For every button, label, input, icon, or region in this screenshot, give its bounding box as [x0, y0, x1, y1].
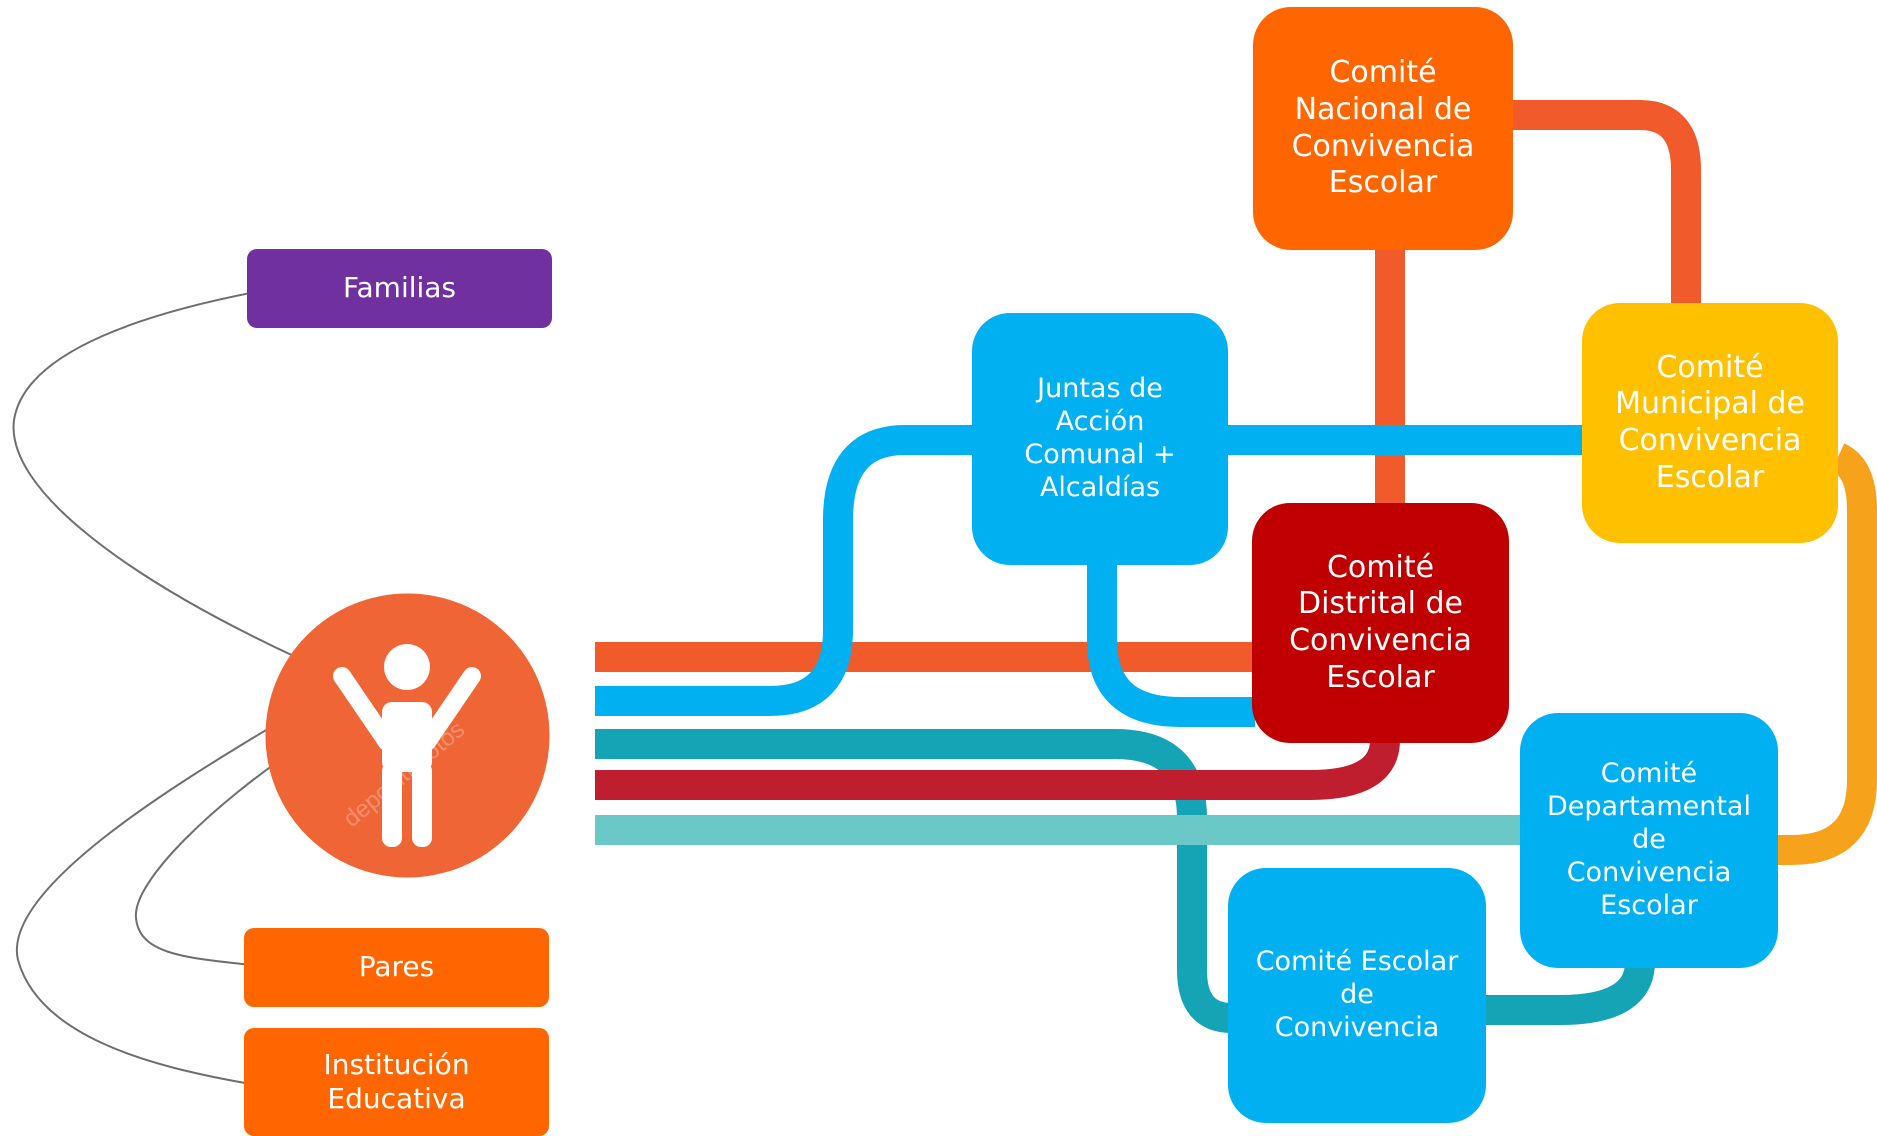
institucion-educativa-box: Institución Educativa — [244, 1028, 549, 1136]
line-juntas-distrital — [1087, 565, 1255, 727]
comite-municipal-box: Comité Municipal de Convivencia Escolar — [1582, 303, 1838, 543]
comite-escolar-box: Comité Escolar de Convivencia — [1228, 868, 1486, 1123]
line-teal-escolar — [595, 729, 1233, 1033]
comite-distrital-box: Comité Distrital de Convivencia Escolar — [1252, 503, 1509, 743]
line-escolar-departamental — [1485, 960, 1655, 1025]
comite-departamental-box: Comité Departamental de Convivencia Esco… — [1520, 713, 1778, 968]
line-municipal-departamental — [1775, 443, 1877, 865]
juntas-accion-comunal-box: Juntas de Acción Comunal + Alcaldías — [972, 313, 1228, 565]
pares-box: Pares — [244, 928, 549, 1007]
connector-familias — [12, 286, 299, 659]
line-blue-left — [595, 425, 975, 716]
child-arms-raised-icon — [333, 644, 481, 847]
comite-nacional-box: Comité Nacional de Convivencia Escolar — [1253, 7, 1513, 250]
line-red-distrital — [595, 738, 1400, 800]
familias-box: Familias — [247, 249, 552, 328]
connector-institucion — [15, 711, 297, 1089]
connector-pares — [134, 751, 293, 970]
line-nacional-municipal — [1505, 100, 1701, 310]
student-avatar: depositphotos — [264, 592, 551, 879]
